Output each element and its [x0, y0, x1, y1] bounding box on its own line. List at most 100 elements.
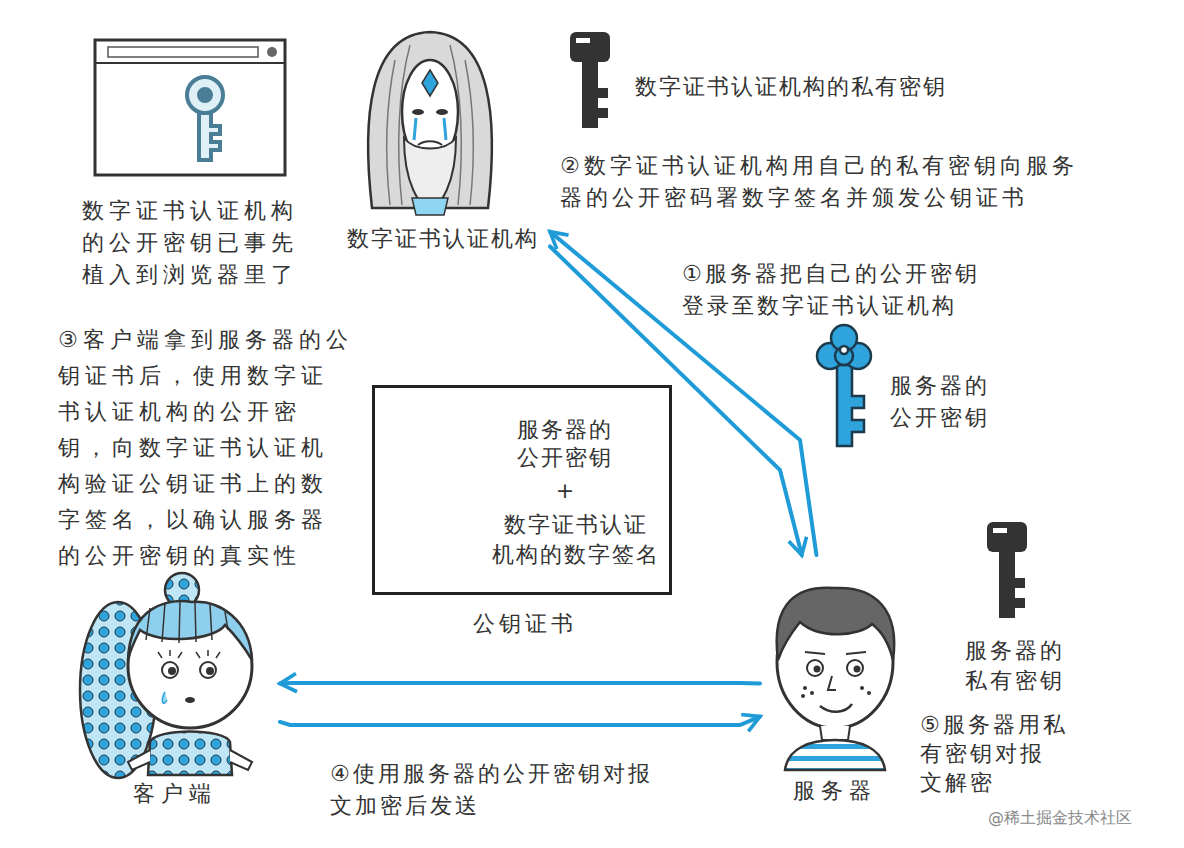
- text-line: 书认证机构的公开密: [58, 394, 353, 430]
- ca-private-key: [582, 62, 608, 128]
- text-line: ①服务器把自己的公开密钥: [682, 258, 980, 290]
- ca-figure: [422, 70, 438, 96]
- text-line: 公开密钥: [890, 402, 990, 434]
- ca-private-key: [570, 32, 610, 62]
- client-figure: [128, 601, 252, 660]
- server-figure: [814, 666, 821, 673]
- server-figure: [805, 652, 866, 654]
- client-figure: [162, 662, 178, 678]
- browser-panel: 数字证书认证机构 的公开密钥已事先 植入到浏览器里了: [78, 35, 306, 297]
- text-line: 文解密: [920, 768, 1068, 797]
- text-line: 器的公开密码署数字签名并颁发公钥证书: [560, 182, 1078, 214]
- client-figure: [168, 667, 176, 675]
- server-public-key: [835, 347, 853, 365]
- text-line: 服务器的: [965, 636, 1065, 666]
- server-figure: [777, 588, 894, 660]
- arrow-connector: [280, 681, 760, 686]
- ca-public-key: [187, 77, 223, 160]
- client-figure: [158, 650, 220, 658]
- ca-figure-box: 数字证书认证机构: [335, 25, 550, 259]
- client-figure: [185, 697, 195, 703]
- certificate-box-text: +: [556, 478, 574, 504]
- text-line: 客户端: [133, 780, 217, 808]
- ca-public-key: [199, 89, 211, 101]
- text-line: 构验证公钥证书上的数: [58, 466, 353, 502]
- certificate-box: 服务器的 公开密钥+数字证书认证 机构的数字签名公钥证书: [372, 385, 672, 595]
- text-line: 钥，向数字证书认证机: [58, 430, 353, 466]
- text-line: 服务器的: [890, 370, 990, 402]
- server-public-key: [840, 346, 848, 354]
- server-private-key: [987, 522, 1027, 618]
- text-line: 数字证书认证机构: [82, 195, 298, 227]
- client-figure: [162, 692, 167, 703]
- text-line: 文加密后发送: [330, 790, 653, 822]
- text-line: 机构的数字签名: [492, 540, 660, 570]
- server-figure: [785, 740, 885, 770]
- certificate-box-text: 数字证书认证 机构的数字签名: [492, 510, 660, 570]
- step-note: ④使用服务器的公开密钥对报 文加密后发送: [330, 758, 653, 822]
- server-private-key: [987, 522, 1027, 552]
- text-line: 数字证书认证机构的私有密钥: [635, 72, 947, 102]
- text-line: 的公开密钥的真实性: [58, 538, 353, 574]
- ca-figure: [412, 109, 424, 115]
- ca-figure: [418, 141, 442, 145]
- ca-figure: [436, 109, 448, 115]
- certificate-box-text: 公钥证书: [473, 610, 577, 638]
- server-figure: [820, 726, 850, 740]
- server-figure: [847, 660, 863, 676]
- step-note: ①服务器把自己的公开密钥 登录至数字证书认证机构: [682, 258, 980, 322]
- browser-window: [267, 47, 277, 57]
- server-figure: [807, 660, 823, 676]
- server-figure: [810, 691, 814, 695]
- key-caption: 数字证书认证机构的私有密钥: [635, 72, 947, 102]
- text-line: ③客户端拿到服务器的公: [58, 322, 353, 358]
- server-figure: [828, 676, 836, 690]
- browser-window: [95, 40, 285, 175]
- text-line: 私有密钥: [965, 666, 1065, 696]
- step-note: ③客户端拿到服务器的公 钥证书后，使用数字证 书认证机构的公开密 钥，向数字证书…: [58, 322, 353, 574]
- ca-figure: [412, 198, 448, 215]
- text-line: 数字证书认证: [492, 510, 660, 540]
- key-caption: 服务器的 私有密钥: [965, 636, 1065, 696]
- client-box: 客户端: [70, 565, 280, 815]
- server-public-key: [837, 365, 864, 446]
- client-figure: [80, 573, 252, 778]
- client-figure: [148, 732, 232, 776]
- text-line: ④使用服务器的公开密钥对报: [330, 758, 653, 790]
- text-line: 服务器: [793, 777, 877, 805]
- text-line: ②数字证书认证机构用自己的私有密钥向服务: [560, 150, 1078, 182]
- server-box-text: 服务器: [793, 777, 877, 805]
- server-figure: [854, 666, 861, 673]
- watermark: @稀土掘金技术社区: [988, 808, 1132, 828]
- client-figure: [146, 602, 228, 643]
- client-figure: [200, 662, 216, 678]
- step-note: ⑤服务器用私 有密钥对报 文解密: [920, 710, 1068, 797]
- text-line: 数字证书认证机构: [347, 225, 539, 253]
- server-private-key: [999, 552, 1025, 618]
- text-line: 公开密钥: [517, 444, 613, 472]
- text-line: 公钥证书: [473, 610, 577, 638]
- browser-window: [95, 40, 285, 175]
- server-figure: [801, 694, 805, 698]
- server-figure: [860, 686, 864, 690]
- client-box-text: 客户端: [133, 780, 217, 808]
- text-line: 字签名，以确认服务器: [58, 502, 353, 538]
- ca-public-key: [199, 113, 220, 160]
- server-figure: [777, 588, 894, 770]
- server-private-key: [993, 528, 1007, 533]
- ca-figure: [368, 32, 492, 215]
- text-line: +: [556, 478, 574, 504]
- text-line: @稀土掘金技术社区: [988, 808, 1132, 828]
- text-line: 钥证书后，使用数字证: [58, 358, 353, 394]
- ca-figure-box-text: 数字证书认证机构: [347, 225, 539, 253]
- ca-private-key: [570, 32, 610, 128]
- ca-private-key: [576, 38, 590, 43]
- text-line: ⑤服务器用私: [920, 710, 1068, 739]
- client-figure: [128, 750, 252, 770]
- browser-panel-text: 数字证书认证机构 的公开密钥已事先 植入到浏览器里了: [82, 195, 298, 291]
- browser-window: [95, 62, 285, 64]
- text-line: 有密钥对报: [920, 739, 1068, 768]
- text-line: 登录至数字证书认证机构: [682, 290, 980, 322]
